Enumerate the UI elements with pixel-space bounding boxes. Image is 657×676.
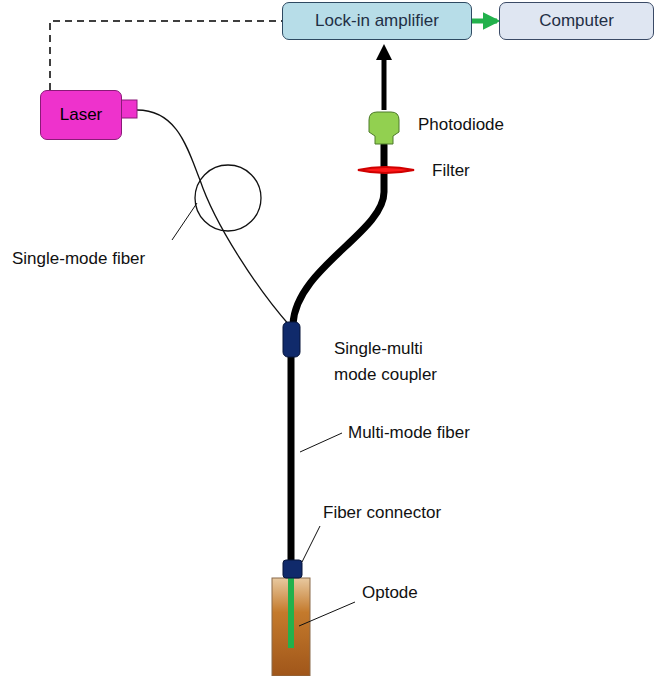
- leader-line: [299, 602, 355, 626]
- part-label: Fiber connector: [323, 500, 441, 526]
- leader-line: [172, 203, 197, 240]
- node-label: Lock-in amplifier: [315, 11, 439, 31]
- fiber-loop: [195, 165, 261, 231]
- optode-vial: [272, 578, 310, 676]
- single-mode-fiber: [137, 110, 290, 326]
- photodiode-symbol: [369, 112, 399, 144]
- fiber-connector: [283, 560, 302, 578]
- computer-box: Computer: [499, 2, 654, 40]
- filter-symbol: [358, 167, 414, 173]
- coupler: [283, 322, 300, 357]
- part-label: Filter: [432, 158, 470, 184]
- part-label: Photodiode: [418, 112, 504, 138]
- instrument-box: Lock-in amplifier: [282, 2, 472, 40]
- signal-arrow: [382, 52, 387, 110]
- part-label: Multi-mode fiber: [348, 420, 470, 446]
- multi-mode-fiber: [288, 354, 295, 562]
- part-label: Single-mode fiber: [12, 246, 145, 272]
- leader-line: [300, 433, 342, 452]
- laser-port: [121, 100, 137, 118]
- trigger-line: [50, 21, 282, 90]
- node-label: Computer: [539, 11, 614, 31]
- part-label: Optode: [362, 580, 418, 606]
- part-label: Single-multi mode coupler: [334, 336, 452, 387]
- leader-line: [302, 526, 320, 562]
- node-label: Laser: [60, 105, 103, 125]
- data-arrow: [472, 19, 497, 24]
- laser-box: Laser: [40, 90, 122, 140]
- optode-sensor: [288, 578, 294, 648]
